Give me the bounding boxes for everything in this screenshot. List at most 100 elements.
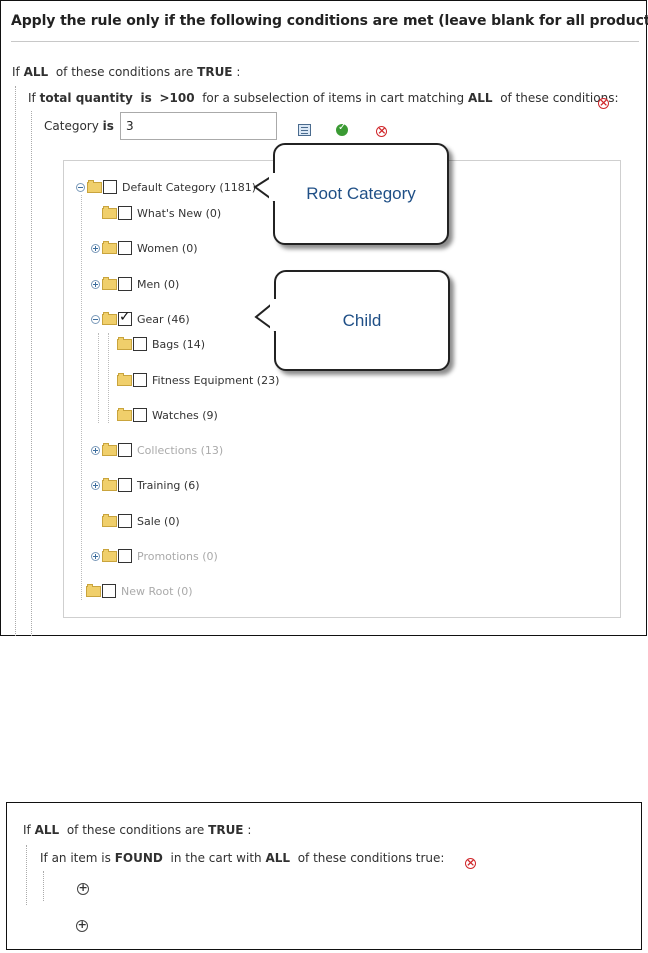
cond-mid: of these conditions are: [55, 65, 194, 79]
callout-root-text: Root Category: [306, 184, 416, 203]
cond-colon: :: [247, 823, 252, 837]
tree-node-gear[interactable]: Gear (46): [91, 309, 190, 328]
category-tree: Default Category (1181) What's New (0) W…: [63, 160, 621, 618]
sub-operator[interactable]: is: [140, 91, 152, 105]
remove-category-icon[interactable]: [376, 124, 388, 137]
tree-node-fitness-equipment[interactable]: Fitness Equipment (23): [117, 371, 279, 389]
chooser-list-icon[interactable]: [298, 124, 312, 136]
tree-node-label[interactable]: Men (0): [137, 277, 180, 291]
folder-icon: [102, 240, 117, 254]
tree-checkbox[interactable]: [118, 443, 132, 457]
tree-node-label[interactable]: Gear (46): [137, 312, 190, 326]
expand-icon[interactable]: [91, 243, 100, 253]
tree-node-label[interactable]: Bags (14): [152, 337, 206, 351]
tree-checkbox[interactable]: [118, 277, 132, 291]
heading-divider: [11, 41, 639, 42]
tree-checkbox[interactable]: [118, 206, 132, 220]
cond-value[interactable]: TRUE: [197, 65, 233, 79]
tree-node-promotions[interactable]: Promotions (0): [91, 547, 218, 565]
tree-node-watches[interactable]: Watches (9): [117, 406, 218, 424]
sub-attribute[interactable]: total quantity: [39, 91, 133, 105]
callout-child: Child: [274, 270, 450, 371]
sub-if: If: [28, 91, 36, 105]
tree-guide-gear-2: [108, 333, 109, 423]
folder-icon: [117, 372, 132, 386]
add-condition-icon[interactable]: [76, 918, 89, 932]
tree-node-label[interactable]: Women (0): [137, 241, 198, 255]
tree-guide-bottom-2: [43, 871, 44, 901]
callout-child-text: Child: [342, 310, 382, 330]
tree-checkbox[interactable]: [118, 514, 132, 528]
tree-node-whats-new[interactable]: What's New (0): [102, 204, 221, 222]
tree-guide-root: [81, 195, 82, 600]
tree-checkbox-checked[interactable]: [118, 309, 132, 326]
category-attribute: Category: [44, 119, 99, 133]
tree-node-label[interactable]: Fitness Equipment (23): [152, 373, 280, 387]
folder-icon: [102, 513, 117, 527]
callout-root-pointer-cover: [269, 173, 277, 201]
tree-checkbox[interactable]: [133, 373, 147, 387]
expand-icon[interactable]: [91, 279, 100, 289]
tree-node-men[interactable]: Men (0): [91, 275, 179, 293]
tree-checkbox[interactable]: [118, 549, 132, 563]
found-pre: If an item is: [40, 851, 111, 865]
cond-if: If: [12, 65, 20, 79]
found-value[interactable]: FOUND: [114, 851, 163, 865]
expand-icon[interactable]: [91, 551, 100, 561]
sub-aggregator[interactable]: ALL: [467, 91, 493, 105]
conditions-panel-top: Apply the rule only if the following con…: [0, 0, 647, 636]
cond-aggregator[interactable]: ALL: [34, 823, 60, 837]
collapse-icon[interactable]: [91, 314, 100, 324]
tree-node-label[interactable]: Collections (13): [137, 443, 224, 457]
section-heading: Apply the rule only if the following con…: [11, 13, 648, 29]
tree-node-label[interactable]: What's New (0): [137, 206, 222, 220]
callout-child-pointer-cover: [270, 299, 278, 331]
remove-subselection-icon[interactable]: [598, 96, 609, 109]
category-operator[interactable]: is: [102, 119, 114, 133]
apply-check-icon[interactable]: [336, 122, 349, 136]
expand-icon[interactable]: [91, 445, 100, 455]
sub-value[interactable]: >100: [159, 91, 195, 105]
tree-node-label[interactable]: Training (6): [137, 478, 200, 492]
folder-icon: [102, 548, 117, 562]
conditions-panel-bottom: If ALL of these conditions are TRUE : If…: [6, 802, 642, 950]
tree-guide-gear: [98, 333, 99, 423]
cond-aggregator[interactable]: ALL: [23, 65, 49, 79]
tree-node-sale[interactable]: Sale (0): [102, 512, 180, 530]
folder-icon: [102, 477, 117, 491]
tree-node-label[interactable]: Default Category (1181): [122, 180, 257, 194]
sub-mid: for a subselection of items in cart matc…: [202, 91, 465, 105]
folder-icon: [102, 205, 117, 219]
tree-checkbox[interactable]: [133, 408, 147, 422]
tree-node-label[interactable]: Watches (9): [152, 408, 218, 422]
tree-node-collections[interactable]: Collections (13): [91, 441, 223, 459]
tree-node-training[interactable]: Training (6): [91, 476, 199, 494]
cond-value[interactable]: TRUE: [208, 823, 244, 837]
folder-icon: [86, 583, 101, 597]
tree-node-women[interactable]: Women (0): [91, 239, 198, 257]
tree-checkbox[interactable]: [118, 478, 132, 492]
tree-node-label[interactable]: Sale (0): [137, 514, 180, 528]
cond-if: If: [23, 823, 31, 837]
tree-node-label[interactable]: Promotions (0): [137, 549, 218, 563]
found-aggregator[interactable]: ALL: [265, 851, 291, 865]
tree-checkbox[interactable]: [103, 180, 117, 194]
folder-icon: [102, 442, 117, 456]
tree-guide-level1: [15, 86, 16, 636]
category-value-input[interactable]: [120, 112, 277, 140]
collapse-icon[interactable]: [76, 182, 85, 192]
tree-node-bags[interactable]: Bags (14): [117, 335, 205, 353]
folder-icon: [87, 179, 102, 193]
folder-icon: [102, 311, 117, 325]
tree-checkbox[interactable]: [102, 584, 116, 598]
tree-checkbox[interactable]: [133, 337, 147, 351]
tree-node-new-root[interactable]: New Root (0): [86, 582, 193, 600]
tree-checkbox[interactable]: [118, 241, 132, 255]
tree-node-default-category[interactable]: Default Category (1181): [76, 178, 256, 196]
remove-found-condition-icon[interactable]: [465, 856, 476, 869]
condition-root-bottom: If ALL of these conditions are TRUE :: [23, 823, 251, 837]
tree-node-label[interactable]: New Root (0): [121, 584, 193, 598]
folder-icon: [117, 336, 132, 350]
add-subcondition-icon[interactable]: [77, 881, 90, 895]
expand-icon[interactable]: [91, 480, 100, 490]
